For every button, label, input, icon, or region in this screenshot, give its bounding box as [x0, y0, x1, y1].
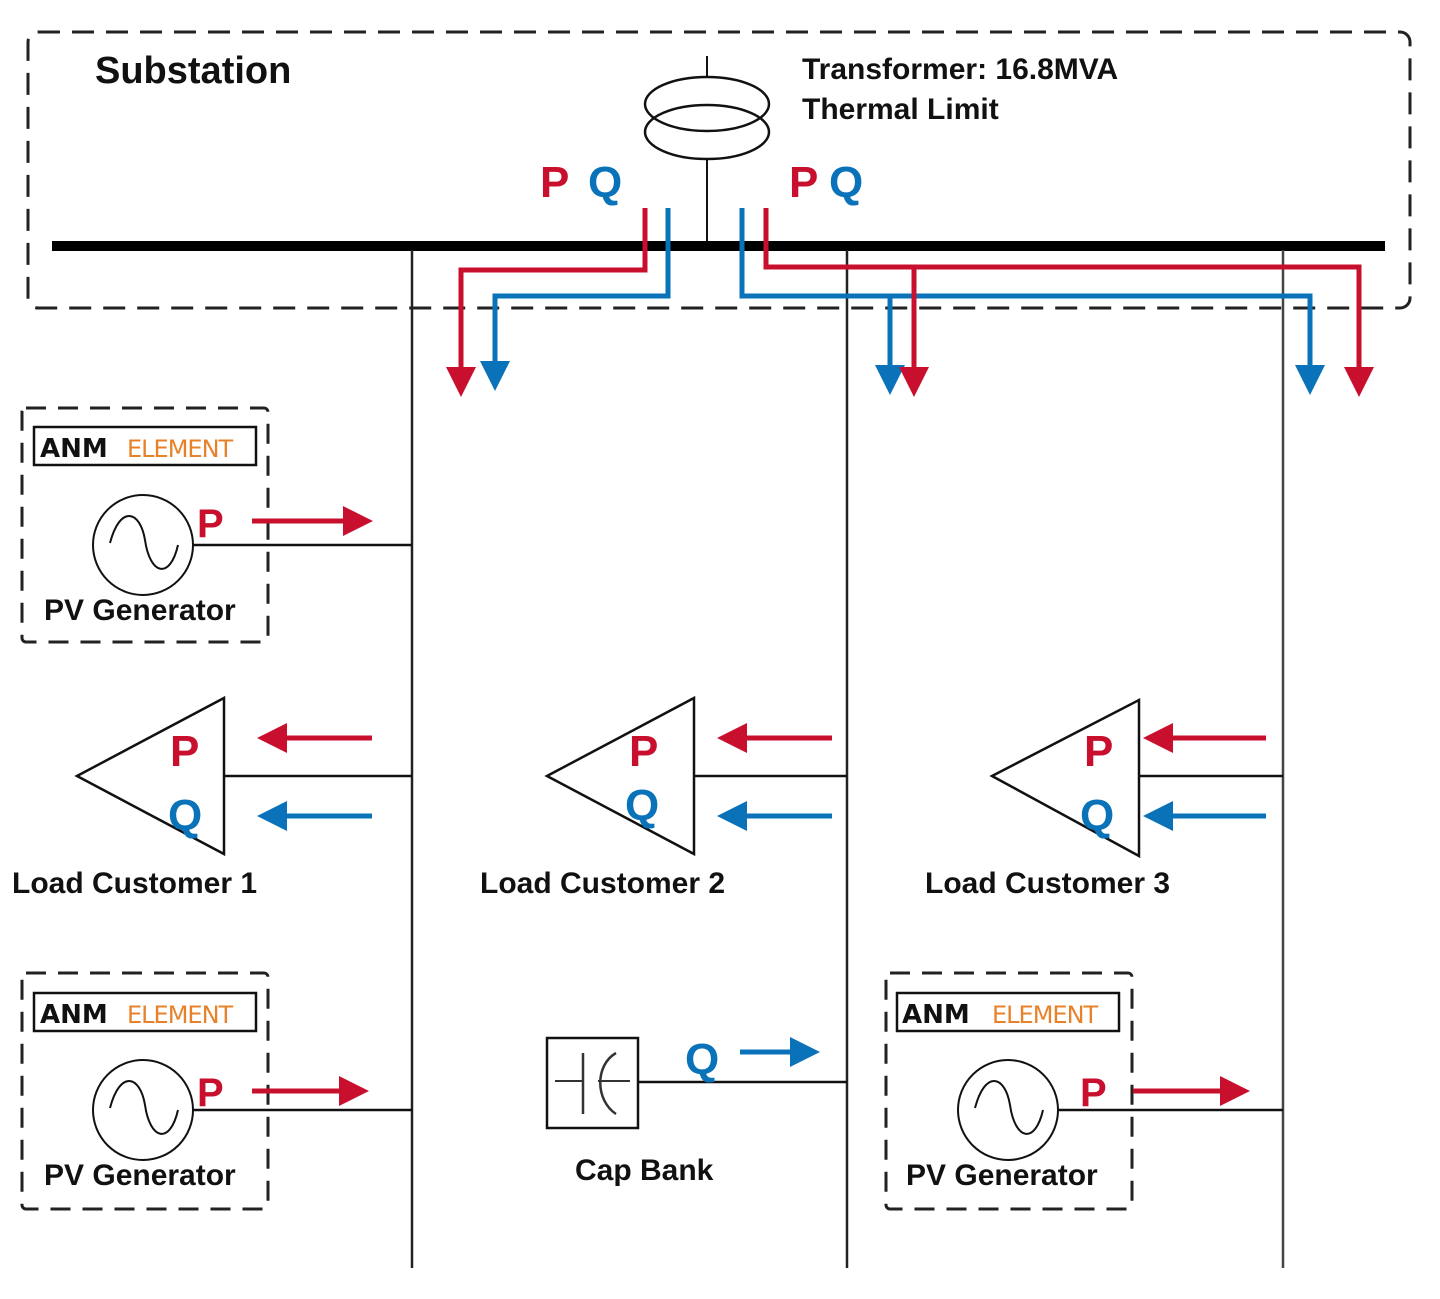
load-customer-1[interactable]: P Q Load Customer 1	[12, 695, 412, 900]
substation-p-flow-feeder-3	[763, 208, 1374, 397]
anm-boundary	[884, 971, 1134, 1211]
capacitor-icon	[545, 1036, 640, 1130]
anm-badge-part2: ELEMENT	[992, 1001, 1099, 1029]
substation-boundary	[26, 30, 1412, 310]
anm-element-badge	[32, 991, 258, 1033]
cap-bank-q-label: Q	[685, 1035, 719, 1084]
anm-badge-part2: ELEMENT	[127, 435, 234, 463]
load-label: Load Customer 2	[480, 867, 725, 900]
load-q-label: Q	[168, 791, 202, 840]
substation-q-flow-feeder-1	[480, 208, 671, 391]
load-label: Load Customer 1	[12, 867, 257, 900]
anm-badge-part1: ANM	[40, 434, 108, 464]
cap-bank[interactable]: Q Cap Bank	[545, 1035, 847, 1187]
pv-generator-p-label: P	[197, 1071, 224, 1115]
load-p-label: P	[1084, 727, 1113, 776]
anm-badge-part1: ANM	[902, 1000, 970, 1030]
generator-icon	[92, 494, 194, 596]
substation-label: Substation	[95, 50, 291, 92]
generator-icon	[957, 1059, 1059, 1161]
pv-generator-3[interactable]: ANM ELEMENT P PV Generator	[884, 971, 1283, 1211]
pv-generator-1[interactable]: ANM ELEMENT P PV Generator	[20, 406, 412, 644]
substation-q-flow-feeder-3	[739, 208, 1325, 395]
substation-right-p-label: P	[789, 158, 818, 207]
pv-generator-p-label: P	[197, 502, 224, 546]
substation-p-flow-feeder-1	[446, 208, 648, 397]
transformer-icon	[643, 56, 771, 246]
substation-left-p-label: P	[540, 158, 569, 207]
load-q-label: Q	[625, 781, 659, 830]
anm-element-badge	[32, 425, 258, 467]
load-icon	[544, 695, 696, 857]
load-label: Load Customer 3	[925, 867, 1170, 900]
transformer-limit: Thermal Limit	[802, 93, 999, 126]
anm-badge-part2: ELEMENT	[127, 1001, 234, 1029]
load-customer-3[interactable]: P Q Load Customer 3	[925, 697, 1283, 900]
load-p-label: P	[170, 727, 199, 776]
substation-left-q-label: Q	[588, 158, 622, 207]
pv-generator-label: PV Generator	[906, 1159, 1098, 1192]
transformer-rating: Transformer: 16.8MVA	[802, 53, 1118, 86]
pv-generator-label: PV Generator	[44, 594, 236, 627]
anm-badge-part1: ANM	[40, 1000, 108, 1030]
anm-element-badge	[895, 991, 1121, 1033]
pv-generator-label: PV Generator	[44, 1159, 236, 1192]
anm-boundary	[20, 406, 270, 644]
pv-generator-p-label: P	[1080, 1071, 1107, 1115]
cap-bank-label: Cap Bank	[575, 1154, 714, 1187]
pv-generator-2[interactable]: ANM ELEMENT P PV Generator	[20, 971, 412, 1211]
load-icon	[989, 697, 1141, 859]
substation-right-q-label: Q	[829, 158, 863, 207]
load-q-label: Q	[1080, 791, 1114, 840]
load-customer-2[interactable]: P Q Load Customer 2	[480, 695, 847, 900]
generator-icon	[92, 1059, 194, 1161]
load-p-label: P	[629, 727, 658, 776]
